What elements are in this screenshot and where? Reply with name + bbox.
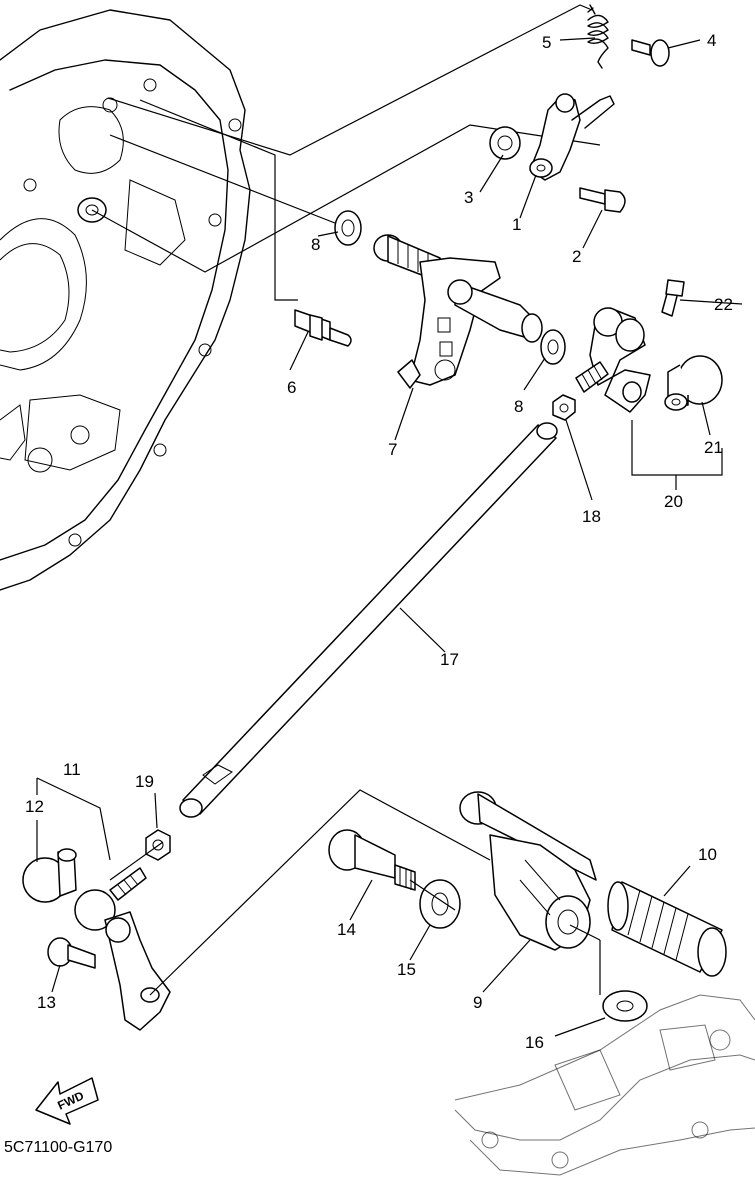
part-17-shift-rod <box>179 422 558 818</box>
fwd-arrow-icon: FWD <box>35 1077 99 1125</box>
callout-10: 10 <box>698 845 717 864</box>
part-12-joint <box>22 848 77 903</box>
callout-13: 13 <box>37 993 56 1012</box>
callout-leaders <box>36 37 743 1037</box>
callout-17: 17 <box>440 650 459 669</box>
callout-18: 18 <box>582 507 601 526</box>
callout-2: 2 <box>572 247 581 266</box>
part-16-washer <box>602 990 648 1022</box>
part-11-joint-assembly <box>74 867 171 1031</box>
part-4-pin <box>631 39 670 67</box>
part-9-shift-pedal <box>459 791 597 951</box>
callout-16: 16 <box>525 1033 544 1052</box>
callout-12: 12 <box>25 797 44 816</box>
part-2-bolt <box>579 187 626 213</box>
callout-11: 11 <box>63 760 81 779</box>
callout-6: 6 <box>287 378 296 397</box>
callout-7: 7 <box>388 440 397 459</box>
part-1-stopper-lever <box>529 93 615 181</box>
callout-21: 21 <box>704 438 723 457</box>
part-7-shift-shaft <box>373 234 543 389</box>
part-10-rubber <box>607 881 727 977</box>
frame-outline <box>454 994 755 1176</box>
diagram-code: 5C71100-G170 <box>4 1139 112 1156</box>
callout-4: 4 <box>707 31 716 50</box>
part-14-bolt <box>328 829 416 891</box>
callout-14: 14 <box>337 920 356 939</box>
part-3-collar <box>489 126 521 160</box>
callout-5: 5 <box>542 33 551 52</box>
part-8-washer-upper <box>334 210 362 246</box>
assembly-lines-upper <box>91 4 601 301</box>
part-20-joint-assembly <box>575 307 651 413</box>
callout-labels: 5 4 3 1 2 8 6 7 8 22 21 18 20 17 11 19 1… <box>25 31 733 1052</box>
callout-3: 3 <box>464 188 473 207</box>
part-5-spring <box>587 4 609 69</box>
part-21-joint <box>664 355 723 411</box>
part-8-washer-right <box>540 329 566 365</box>
callout-20: 20 <box>664 492 683 511</box>
part-13-bolt <box>47 937 96 969</box>
callout-1: 1 <box>512 215 521 234</box>
part-18-nut <box>552 394 576 421</box>
callout-8-right: 8 <box>514 397 523 416</box>
callout-8-upper: 8 <box>311 235 320 254</box>
callout-22: 22 <box>714 295 733 314</box>
assembly-lines-lower <box>109 789 601 996</box>
crankcase-outline <box>0 9 251 591</box>
part-22-bolt <box>661 279 685 317</box>
callout-15: 15 <box>397 960 416 979</box>
callout-19: 19 <box>135 772 154 791</box>
part-6-stud <box>294 309 352 347</box>
part-15-washer <box>419 879 461 929</box>
callout-9: 9 <box>473 993 482 1012</box>
